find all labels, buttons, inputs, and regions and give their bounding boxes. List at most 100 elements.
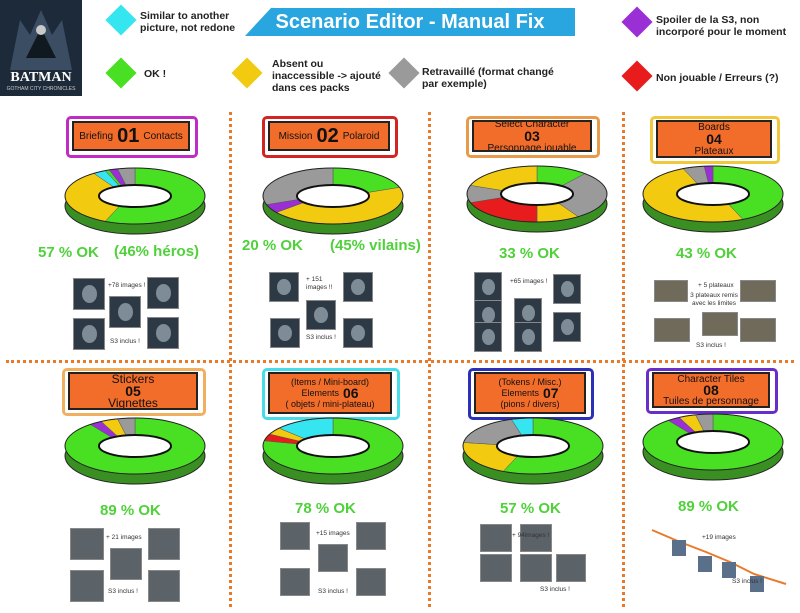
section-05-label: Stickers 05 Vignettes — [68, 372, 198, 410]
section-04-note-2: 3 plateaux remis avec les limites — [690, 292, 738, 307]
section-07-note-1: + 94images ! — [512, 532, 550, 539]
section-07-note-2: S3 inclus ! — [540, 586, 570, 593]
section-05-thumb-4 — [70, 570, 104, 602]
section-06-note-1: +15 images — [316, 530, 350, 537]
logo-art-icon — [0, 0, 82, 96]
section-05-thumb-1 — [70, 528, 104, 560]
section-05-number: 05 — [125, 382, 141, 399]
donut-outline — [64, 417, 206, 475]
section-05-line2: Vignettes — [108, 395, 158, 410]
section-02-thumb-1 — [269, 272, 299, 302]
section-02-right: Polaroid — [342, 130, 380, 142]
page-title: Scenario Editor - Manual Fix — [275, 11, 545, 33]
section-07-thumb-2 — [520, 524, 552, 552]
section-05-line1: Stickers — [111, 372, 155, 386]
section-01-segments — [64, 167, 206, 235]
section-06-thumb-5 — [356, 568, 386, 596]
section-03-line1: Select Character — [494, 120, 570, 130]
section-04-segments — [642, 165, 784, 233]
logo-subtitle: GOTHAM CITY CHRONICLES — [6, 86, 76, 92]
section-02-percent: 20 % OK — [242, 237, 303, 254]
section-01-percent: 57 % OK — [38, 244, 99, 261]
section-01-right: Contacts — [143, 130, 183, 142]
section-05-frame — [62, 368, 206, 416]
section-01-thumb-3 — [109, 296, 141, 328]
donut-hole — [98, 184, 172, 208]
legend-spoiler-icon — [621, 6, 653, 38]
section-08-note-2: S3 inclus ! — [732, 578, 762, 585]
legend-similar-text: Similar to another picture, not redone — [140, 10, 236, 34]
section-04-label: Boards 04 Plateaux — [656, 120, 772, 158]
section-01-label: Briefing 01 Contacts — [72, 121, 190, 151]
section-01-thumb-2 — [147, 277, 179, 309]
section-03-thumb-2 — [553, 274, 581, 304]
section-01-note-1: +78 images ! — [108, 282, 146, 289]
section-05-thumb-3 — [110, 548, 142, 580]
section-03-line2: Personnage jouable — [487, 142, 577, 152]
section-07-thumb-4 — [520, 554, 552, 582]
section-01-number: 01 — [117, 125, 140, 147]
legend-reworked-icon — [388, 57, 420, 89]
donut-hole — [296, 184, 370, 208]
logo-brand: BATMAN — [10, 70, 72, 85]
donut-outline — [262, 167, 404, 225]
section-05-note-2: S3 inclus ! — [108, 588, 138, 595]
legend-error-text: Non jouable / Erreurs (?) — [656, 72, 779, 84]
tile-icon — [722, 562, 736, 578]
section-03-label: Select Character 03 Personnage jouable — [472, 120, 592, 152]
section-07-segments — [462, 417, 604, 485]
section-06-percent: 78 % OK — [295, 500, 356, 517]
section-06-thumb-3 — [318, 544, 348, 572]
section-06-left: Elements — [301, 388, 339, 398]
section-03-donut — [466, 165, 608, 233]
vertical-separator-2 — [428, 112, 431, 607]
section-02-thumb-5 — [343, 318, 373, 348]
donut-outline — [642, 413, 784, 471]
section-02-thumb-3 — [306, 300, 336, 330]
banner-shape-icon — [245, 8, 575, 36]
section-08-number: 08 — [703, 381, 719, 398]
donut-outline — [262, 417, 404, 475]
section-02-donut — [262, 167, 404, 235]
legend-ok-text: OK ! — [144, 68, 167, 80]
section-01-thumb-4 — [73, 318, 105, 350]
section-08-percent: 89 % OK — [678, 498, 739, 515]
section-05-thumb-2 — [148, 528, 180, 560]
section-02-segments — [262, 167, 404, 235]
legend-absent-icon — [231, 57, 263, 89]
section-08-segments — [642, 413, 784, 481]
legend-similar-icon — [105, 4, 137, 36]
section-02-frame — [262, 116, 398, 158]
section-05-segments — [64, 417, 206, 485]
section-06-number: 06 — [342, 385, 359, 401]
section-06-thumb-4 — [280, 568, 310, 596]
section-08-donut — [642, 413, 784, 481]
tile-icon — [698, 556, 712, 572]
section-06-thumb-1 — [280, 522, 310, 550]
section-03-thumb-1 — [474, 272, 502, 302]
tile-icon — [672, 540, 686, 556]
section-08-line1: Character Tiles — [677, 373, 745, 385]
section-01-left: Briefing — [79, 130, 114, 142]
section-07-number: 07 — [542, 385, 559, 401]
donut-hole — [500, 182, 574, 206]
donut-hole — [98, 434, 172, 458]
section-04-thumb-4 — [702, 312, 738, 336]
batman-logo: BATMAN GOTHAM CITY CHRONICLES — [0, 0, 82, 96]
section-04-thumb-1 — [654, 280, 688, 302]
legend-reworked-text: Retravaillé (format changé par exemple) — [422, 66, 554, 90]
section-02-thumb-2 — [343, 272, 373, 302]
section-03-frame — [466, 116, 600, 158]
section-05-thumb-5 — [148, 570, 180, 602]
donut-outline — [64, 167, 206, 225]
section-06-label: (Items / Mini-board) Elements 06 ( objet… — [268, 372, 392, 414]
legend-spoiler-text: Spoiler de la S3, non incorporé pour le … — [656, 14, 787, 38]
section-01-thumb-1 — [73, 278, 105, 310]
legend-ok-icon — [105, 57, 137, 89]
section-07-line1: (Tokens / Misc.) — [498, 377, 562, 387]
horizontal-separator — [6, 360, 794, 363]
section-02-label: Mission 02 Polaroid — [268, 121, 390, 151]
section-06-thumb-2 — [356, 522, 386, 550]
section-07-left: Elements — [501, 388, 539, 398]
section-03-percent: 33 % OK — [499, 245, 560, 262]
